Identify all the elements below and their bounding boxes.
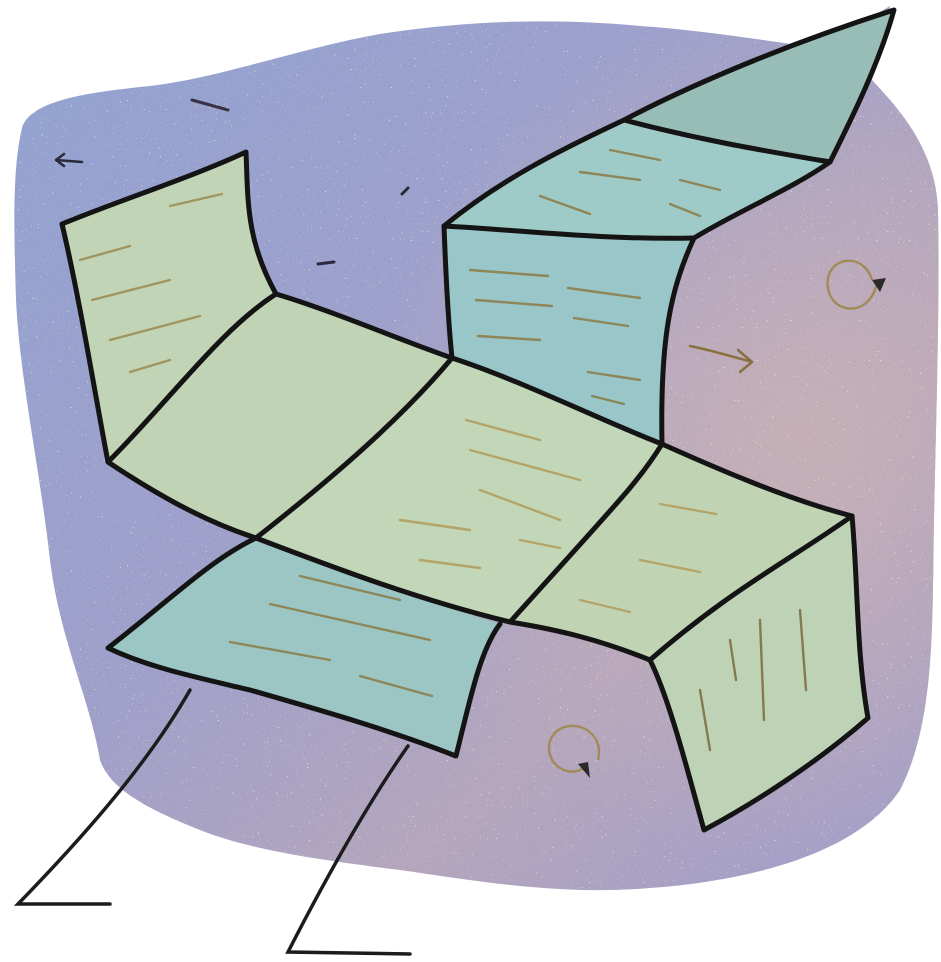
cube-net-sketch — [0, 0, 941, 962]
